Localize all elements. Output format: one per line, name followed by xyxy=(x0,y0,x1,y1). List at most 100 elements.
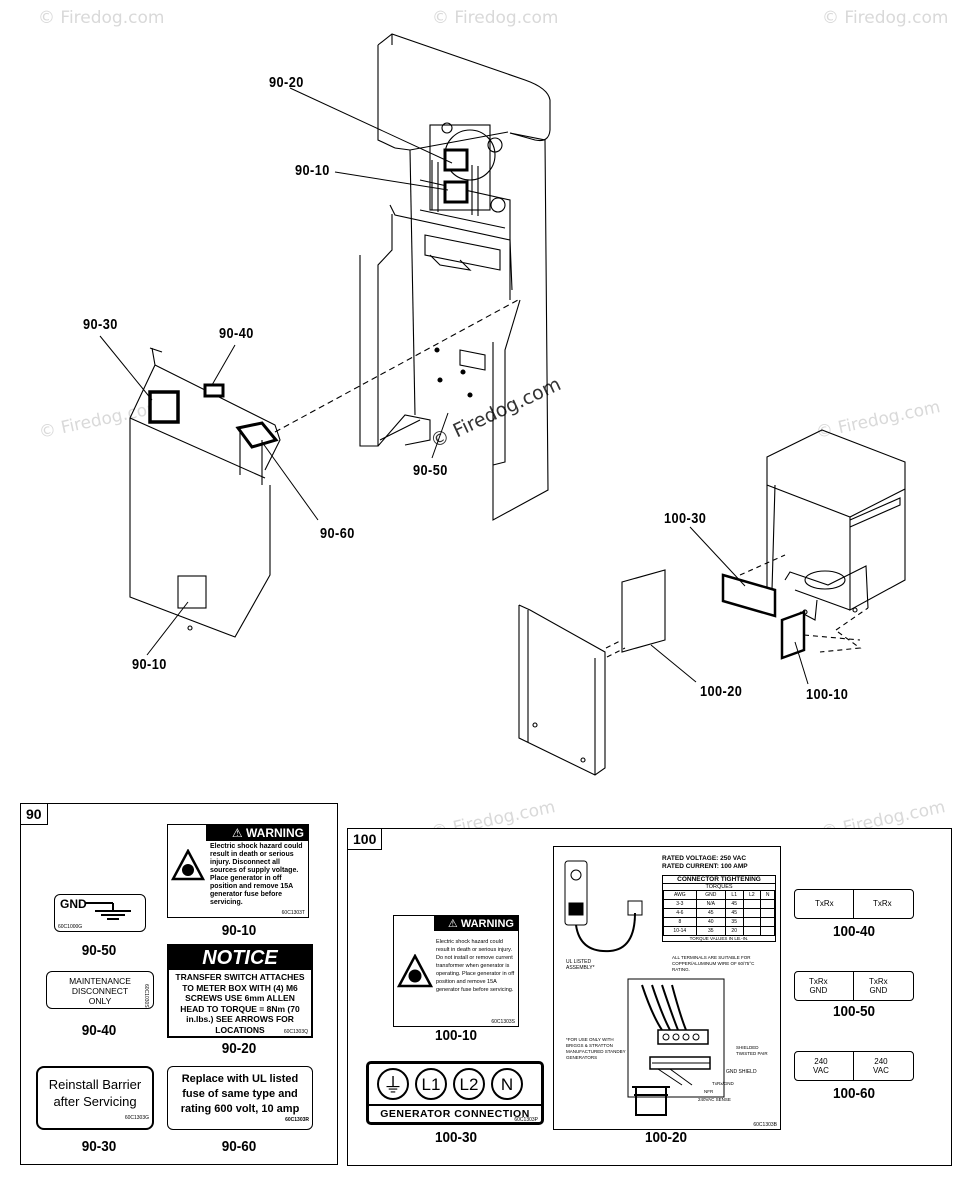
section-100-panel: 100 ⚠ WARNING Electric shock hazard coul… xyxy=(347,828,952,1166)
txrx-gnd-left: TxRx GND xyxy=(809,977,828,995)
warning-triangle-icon: ⚠ xyxy=(231,826,246,840)
nfr-note: NFR xyxy=(704,1089,714,1094)
vac-right-1: 240 xyxy=(874,1057,888,1066)
vac-sense-note: 240VAC SENSE xyxy=(698,1097,731,1102)
notice-decal: NOTICE TRANSFER SWITCH ATTACHES TO METER… xyxy=(167,944,313,1038)
fuse-line1: Replace with UL listed xyxy=(181,1073,299,1085)
wiring-decal: UL LISTED ASSEMBLY* RATED VOLTAGE: 250 V… xyxy=(553,846,781,1130)
txrx-gnd-caption: 100-50 xyxy=(832,1003,876,1020)
generator-connection-decal: ⏚ L1 L2 N GENERATOR CONNECTION 60C1303P xyxy=(366,1061,544,1125)
txrx-gnd-divider xyxy=(853,972,854,1000)
txrx-gnd-decal: TxRx GND TxRx GND xyxy=(794,971,914,1001)
torque-cell: 4-6 xyxy=(663,908,697,918)
torque-cell: 45 xyxy=(724,899,744,909)
warning-header: ⚠ WARNING xyxy=(206,825,308,841)
warning-caption: 90-10 xyxy=(221,922,257,939)
torque-head-cell: N xyxy=(760,890,775,900)
txrx-right: TxRx xyxy=(873,899,892,908)
torque-cell xyxy=(760,899,775,909)
generator-connection-part-number: 60C1303P xyxy=(514,1117,538,1123)
ul-assembly-sketch xyxy=(564,860,643,953)
torque-cell xyxy=(760,917,775,927)
callout-100-10: 100-10 xyxy=(806,686,849,703)
watermark: © Firedog.com xyxy=(38,8,165,28)
warning-text: Electric shock hazard could result in de… xyxy=(210,843,303,906)
shielded-note: SHIELDED TWISTED PAIR xyxy=(736,1045,768,1056)
callout-90-10: 90-10 xyxy=(295,162,330,179)
torque-grid: AWG GND L1 L2 N 3-3 N/A 45 4-6 45 45 xyxy=(663,890,775,936)
rated-voltage: RATED VOLTAGE: 250 VAC xyxy=(662,855,747,862)
torque-cell xyxy=(742,926,762,936)
torque-cell: 45 xyxy=(724,908,744,918)
gnd-part-number: 60C1000G xyxy=(58,924,83,930)
generator-connection-text: GENERATOR CONNECTION xyxy=(369,1104,541,1120)
notice-caption: 90-20 xyxy=(221,1040,257,1057)
maintenance-decal: MAINTENANCE DISCONNECT ONLY 60C1030S xyxy=(46,971,154,1009)
maintenance-line1: MAINTENANCE xyxy=(69,976,131,986)
torque-head-cell: GND xyxy=(695,890,726,900)
txrx-gnd-right-2: GND xyxy=(869,986,888,995)
callout-90-10: 90-10 xyxy=(132,656,167,673)
vac-right-2: VAC xyxy=(873,1066,889,1075)
torque-cell: 20 xyxy=(724,926,744,936)
gnd-decal: GND 60C1000G xyxy=(54,894,146,932)
gnd-text: GND xyxy=(60,897,87,911)
interior-wiring-sketch xyxy=(627,978,725,1116)
torque-cell: 8 xyxy=(663,917,697,927)
reinstall-barrier-decal: Reinstall Barrier after Servicing 60C130… xyxy=(36,1066,154,1130)
generator-connection-caption: 100-30 xyxy=(434,1129,478,1146)
vac-decal: 240 VAC 240 VAC xyxy=(794,1051,914,1081)
l1-symbol: L1 xyxy=(415,1068,447,1100)
warning-decal-90: ⚠ WARNING Electric shock hazard could re… xyxy=(167,824,309,918)
callout-90-30: 90-30 xyxy=(83,316,118,333)
shock-hazard-icon xyxy=(397,954,433,988)
enclosure-drawing xyxy=(359,33,551,521)
use-note: *FOR USE ONLY WITH BRIGGS & STRATTON MAN… xyxy=(566,1037,626,1060)
txrx-left: TxRx xyxy=(815,899,834,908)
callout-100-30: 100-30 xyxy=(664,510,707,527)
fuse-line2: fuse of same type and xyxy=(182,1088,298,1100)
vac-left-2: VAC xyxy=(813,1066,829,1075)
torque-title: CONNECTOR TIGHTENING xyxy=(663,876,775,884)
callout-90-60: 90-60 xyxy=(320,525,355,542)
torque-cell xyxy=(742,899,762,909)
torque-head-cell: L1 xyxy=(724,890,744,900)
warning-header-text: WARNING xyxy=(246,826,304,840)
cover-drawing xyxy=(518,554,861,776)
l2-symbol: L2 xyxy=(453,1068,485,1100)
txrx-gnd-right-1: TxRx xyxy=(869,977,888,986)
warning-part-number: 60C1303T xyxy=(281,910,305,916)
vac-caption: 100-60 xyxy=(832,1085,876,1102)
maintenance-line3: ONLY xyxy=(88,996,112,1006)
torque-head-cell: L2 xyxy=(742,890,762,900)
gnd-shield-note: GND SHIELD xyxy=(726,1069,757,1075)
exploded-parts-diagram xyxy=(99,33,906,776)
ul-listed-note: UL LISTED ASSEMBLY* xyxy=(566,959,595,971)
torque-cell: 10-14 xyxy=(663,926,697,936)
torque-cell: 3-3 xyxy=(663,899,697,909)
barrier-drawing xyxy=(129,299,519,638)
txrx-divider xyxy=(853,890,854,918)
terminal-symbols: ⏚ L1 L2 N xyxy=(369,1064,541,1100)
txrx-gnd-left-1: TxRx xyxy=(809,977,828,986)
torque-cell xyxy=(760,908,775,918)
reinstall-line2: after Servicing xyxy=(53,1094,137,1109)
notice-text: TRANSFER SWITCH ATTACHES TO METER BOX WI… xyxy=(175,972,305,1035)
txrx-gnd-left-2: GND xyxy=(809,986,828,995)
fuse-part-number: 60C1303R xyxy=(285,1117,309,1123)
vac-left-1: 240 xyxy=(814,1057,828,1066)
fuse-line3: rating 600 volt, 10 amp xyxy=(180,1103,300,1115)
vac-left: 240 VAC xyxy=(813,1057,829,1075)
callout-90-50: 90-50 xyxy=(413,462,448,479)
torque-table: CONNECTOR TIGHTENING TORQUES AWG GND L1 … xyxy=(662,875,776,942)
warning-100-text: Electric shock hazard could result in de… xyxy=(436,939,515,993)
vac-right: 240 VAC xyxy=(873,1057,889,1075)
warning-100-header: ⚠ WARNING xyxy=(434,916,518,931)
txrx-decal: TxRx TxRx xyxy=(794,889,914,919)
reinstall-part-number: 60C1303G xyxy=(124,1115,149,1121)
torque-cell xyxy=(742,917,762,927)
callout-90-20: 90-20 xyxy=(269,74,304,91)
torque-cell xyxy=(742,908,762,918)
callout-90-40: 90-40 xyxy=(219,325,254,342)
txrx-gnd-right: TxRx GND xyxy=(869,977,888,995)
